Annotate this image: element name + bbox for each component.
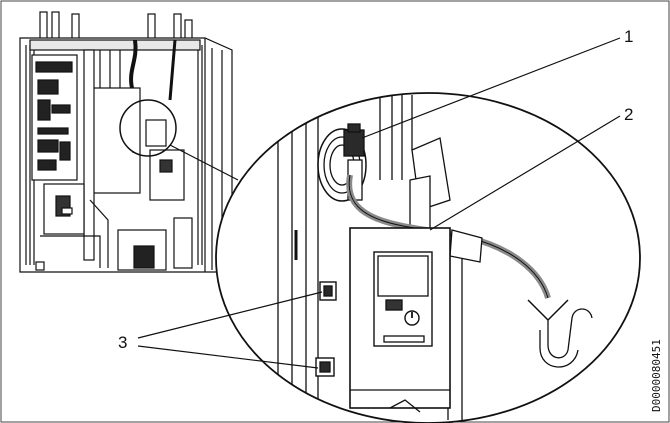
leader-lines bbox=[137, 37, 621, 369]
detail-ellipse bbox=[215, 92, 641, 423]
overview-unit bbox=[19, 11, 233, 273]
zoom-connector-line bbox=[169, 144, 239, 181]
callout-3: 3 bbox=[118, 333, 127, 352]
document-id: D0000080451 bbox=[650, 339, 663, 412]
leader-line-1 bbox=[361, 37, 621, 139]
leader-line-2 bbox=[429, 115, 621, 231]
leader-line-3a bbox=[137, 291, 323, 339]
leader-line-3b bbox=[137, 345, 319, 369]
callout-2: 2 bbox=[624, 105, 633, 124]
detail-view bbox=[216, 93, 640, 423]
callout-1: 1 bbox=[624, 27, 633, 46]
zoom-indicator-circle bbox=[119, 99, 177, 157]
